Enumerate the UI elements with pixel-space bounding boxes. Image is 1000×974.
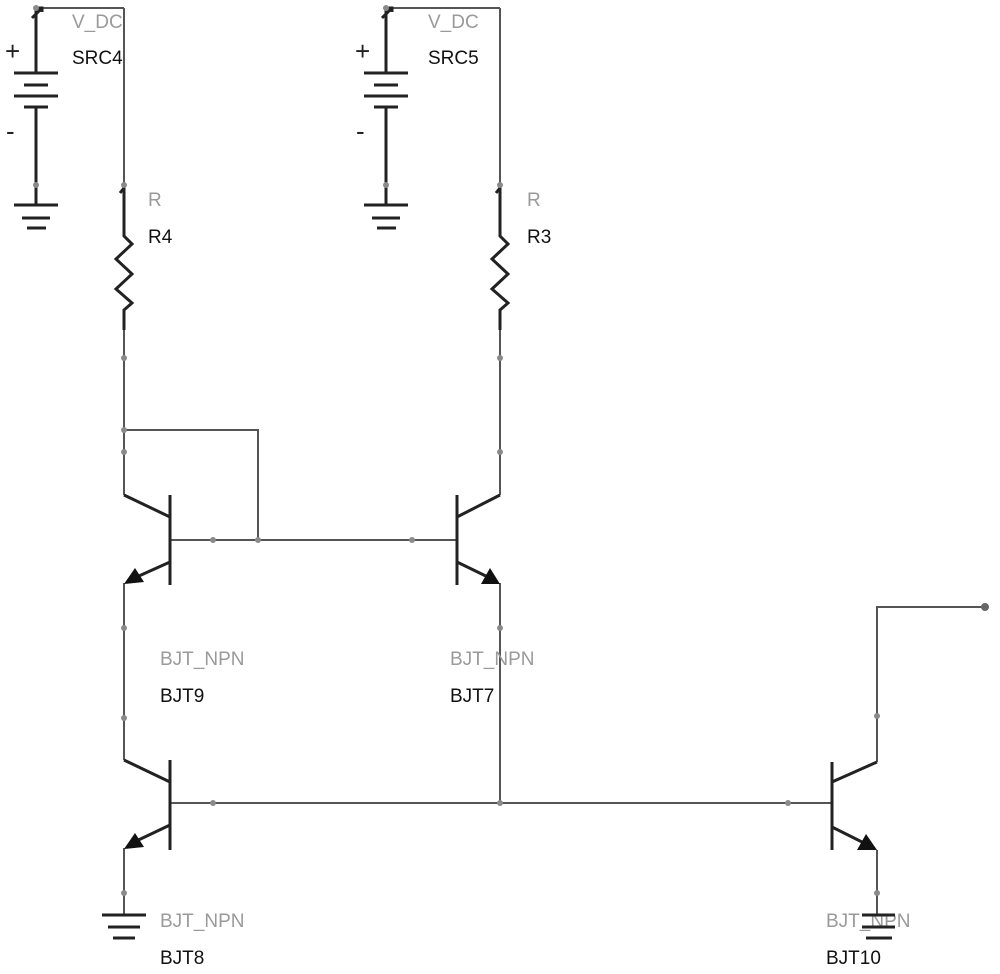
transistor-name-label: BJT10 <box>826 948 881 969</box>
plus-sign: + <box>5 36 20 66</box>
source-type-label: V_DC <box>72 12 123 33</box>
resistor-name-label: R3 <box>527 227 551 248</box>
resistor-type-label: R <box>527 190 541 211</box>
ground-icon <box>14 205 58 228</box>
transistor-type-label: BJT_NPN <box>450 649 534 670</box>
voltage-source-src5[interactable]: + - V_DC SRC5 <box>355 8 500 228</box>
resistor-name-label: R4 <box>148 227 173 248</box>
wires <box>124 330 985 915</box>
ground-icon <box>102 915 146 938</box>
plus-sign: + <box>355 36 370 66</box>
transistor-name-label: BJT9 <box>160 686 204 707</box>
resistor-r4[interactable]: R R4 <box>116 8 173 330</box>
ground-icon <box>364 205 408 228</box>
emitter-arrow-icon <box>124 833 144 849</box>
minus-sign: - <box>356 116 365 146</box>
source-type-label: V_DC <box>428 12 479 33</box>
transistor-name-label: BJT8 <box>160 948 204 969</box>
resistor-r3[interactable]: R R3 <box>492 8 551 330</box>
transistor-type-label: BJT_NPN <box>160 911 244 932</box>
minus-sign: - <box>6 116 15 146</box>
resistor-type-label: R <box>148 190 162 211</box>
node-dots <box>33 5 880 896</box>
transistor-type-label: BJT_NPN <box>160 649 244 670</box>
transistor-bjt7[interactable]: BJT_NPN BJT7 <box>450 495 534 707</box>
transistor-bjt9[interactable]: BJT_NPN BJT9 <box>124 495 244 707</box>
output-terminal[interactable] <box>981 603 989 611</box>
voltage-source-src4[interactable]: + - V_DC SRC4 <box>5 8 124 228</box>
transistor-name-label: BJT7 <box>450 686 494 707</box>
source-name-label: SRC5 <box>428 48 479 69</box>
source-name-label: SRC4 <box>72 48 123 69</box>
transistor-bjt10[interactable]: BJT_NPN BJT10 <box>826 762 910 969</box>
